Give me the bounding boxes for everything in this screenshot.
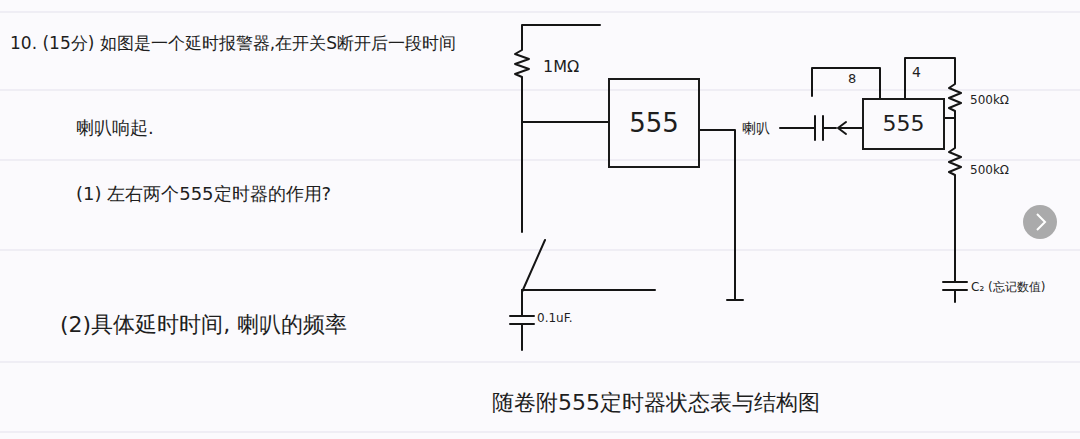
- handwritten-note: C₂ (忘记数值): [971, 281, 1045, 295]
- junction-wire: [945, 117, 955, 119]
- ground-wire: [522, 289, 655, 291]
- switch-symbol: [522, 240, 545, 292]
- handwritten-note: 随卷附555定时器状态表与结构图: [492, 390, 820, 415]
- pin8-wire: [812, 68, 880, 98]
- handwritten-note: (1) 左右两个555定时器的作用?: [76, 184, 331, 205]
- handwritten-note: 喇叭: [742, 120, 770, 136]
- timer-box: 555: [608, 78, 700, 168]
- speaker-arrow: [838, 122, 862, 134]
- handwritten-note: 0.1uF.: [537, 312, 572, 326]
- capacitor-symbol: [510, 290, 534, 350]
- handwritten-note: 1MΩ: [543, 58, 579, 76]
- handwritten-note: 500kΩ: [970, 94, 1009, 108]
- handwritten-note: (2)具体延时时间, 喇叭的频率: [60, 312, 347, 337]
- handwritten-note: 喇叭响起.: [76, 118, 154, 139]
- timer-label: 555: [629, 109, 679, 138]
- output-wire: [700, 130, 743, 300]
- handwritten-note: 10. (15分) 如图是一个延时报警器,在开关S断开后一段时间: [10, 34, 456, 54]
- handwritten-note: 500kΩ: [970, 164, 1009, 178]
- resistor-chain: [905, 58, 961, 282]
- supply-wire: [515, 25, 600, 232]
- speaker-symbol: [780, 116, 836, 140]
- next-button: [1023, 205, 1057, 239]
- handwritten-note: 8: [848, 72, 856, 87]
- capacitor-symbol: [943, 282, 967, 302]
- input-wire: [522, 121, 608, 123]
- timer-box: 555: [862, 98, 945, 150]
- handwritten-note: 4: [912, 64, 921, 80]
- paper-rule: [0, 12, 1080, 432]
- timer-label: 555: [883, 112, 925, 136]
